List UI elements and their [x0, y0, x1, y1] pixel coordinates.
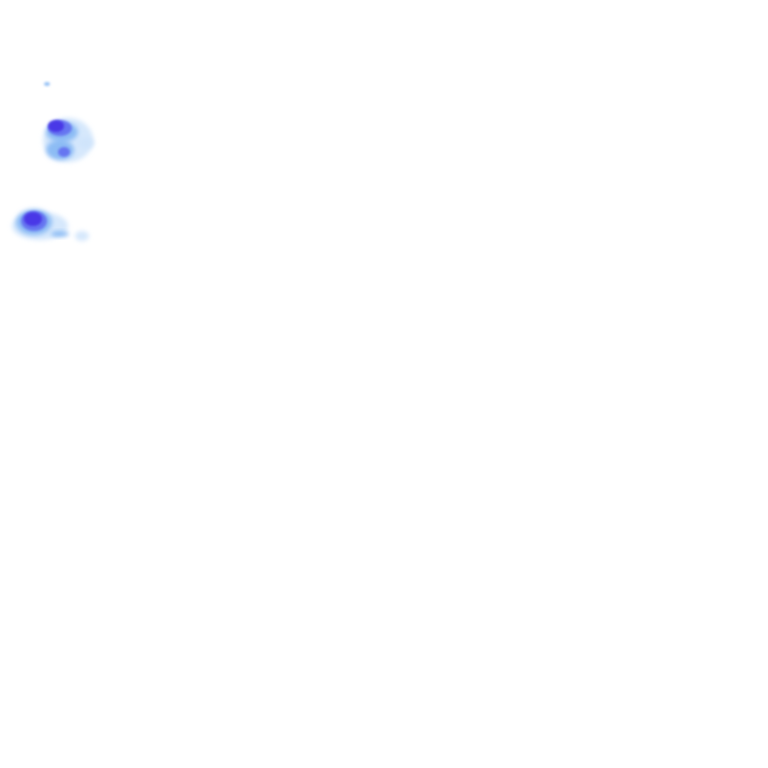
echo-light-fringe — [78, 137, 94, 149]
radar-echo-speck — [44, 82, 50, 86]
echo-speck-light — [44, 82, 50, 86]
echo-moderate-band — [51, 231, 69, 237]
echo-light-fringe — [75, 231, 89, 241]
radar-echo-lower-cell — [12, 209, 89, 241]
echo-heavy-core — [58, 147, 70, 157]
echo-intense-core — [24, 212, 42, 226]
echo-intense-core — [48, 120, 64, 132]
radar-echo-upper-cell — [43, 118, 94, 162]
